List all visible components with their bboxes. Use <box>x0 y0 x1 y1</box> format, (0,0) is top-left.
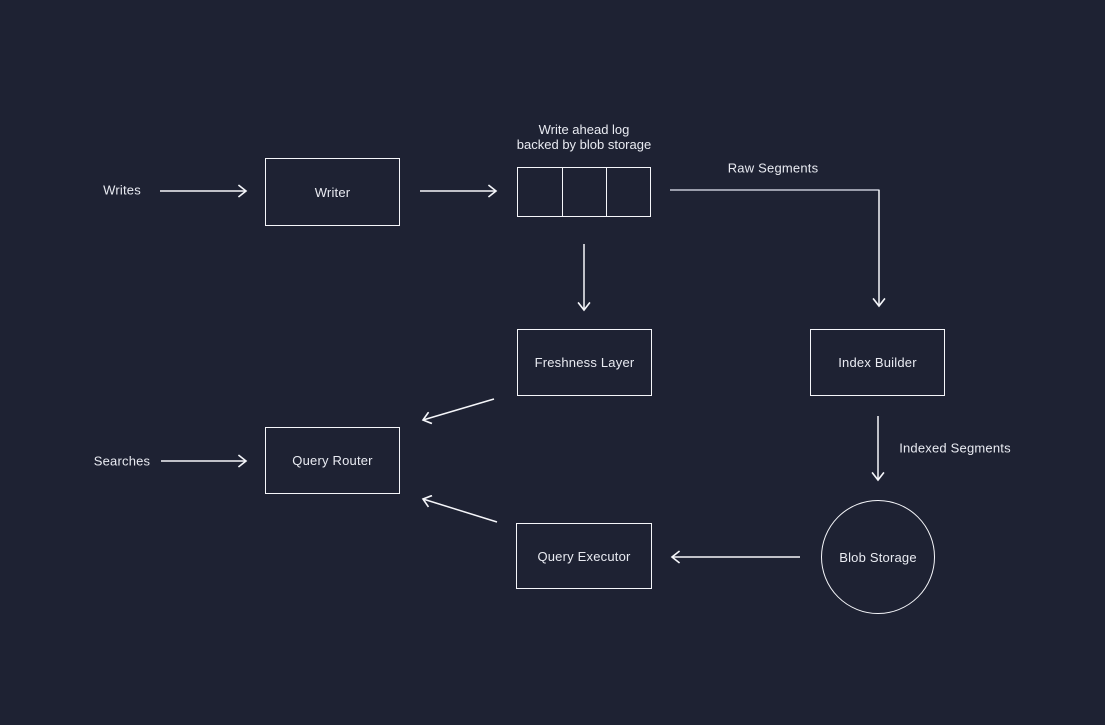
edge-label-raw-segments: Raw Segments <box>727 160 819 176</box>
edge-label-indexed-segments: Indexed Segments <box>899 440 1011 456</box>
edge-executor-to-router-arrow <box>423 499 498 523</box>
edge-label-writes: Writes <box>103 182 141 198</box>
node-index-builder: Index Builder <box>810 329 945 396</box>
node-freshness-layer-label: Freshness Layer <box>534 355 635 370</box>
node-blob-storage: Blob Storage <box>821 500 935 614</box>
node-query-router-label: Query Router <box>292 453 373 468</box>
node-writer-label: Writer <box>314 184 351 200</box>
wal-segment-divider <box>561 168 564 216</box>
node-writer: Writer <box>265 158 400 226</box>
wal-caption-line-2: backed by blob storage <box>516 137 652 152</box>
wal-caption: Write ahead log backed by blob storage <box>517 122 651 152</box>
edge-label-searches: Searches <box>93 453 151 469</box>
node-query-executor-label: Query Executor <box>537 548 631 564</box>
node-query-executor: Query Executor <box>516 523 652 589</box>
node-write-ahead-log <box>517 167 651 217</box>
wal-caption-line-1: Write ahead log <box>538 122 630 137</box>
node-freshness-layer: Freshness Layer <box>517 329 652 396</box>
wal-segment-divider <box>605 168 608 216</box>
node-blob-storage-label: Blob Storage <box>839 549 917 565</box>
edge-freshness-to-router-arrow <box>423 398 495 420</box>
node-query-router: Query Router <box>265 427 400 494</box>
node-index-builder-label: Index Builder <box>838 355 917 370</box>
